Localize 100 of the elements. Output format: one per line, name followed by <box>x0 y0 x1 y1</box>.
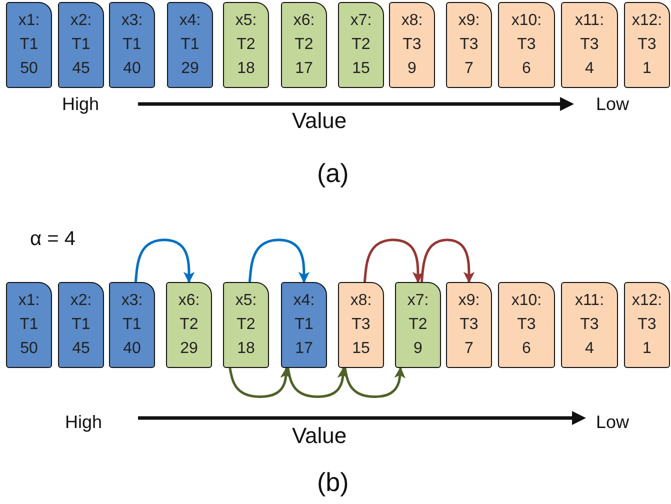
value-label: 1 <box>642 59 652 79</box>
arrow <box>420 238 475 284</box>
arrow <box>286 366 348 398</box>
scale-end-label: Low <box>596 412 630 433</box>
type-label: T1 <box>20 315 38 335</box>
item-box <box>338 2 384 88</box>
value-label: 45 <box>72 339 90 359</box>
item-box <box>6 282 52 368</box>
item-box <box>446 282 492 368</box>
item-label: x7: <box>350 11 372 31</box>
item-label: x6: <box>293 11 315 31</box>
item-box <box>561 2 618 88</box>
axis-label: Value <box>292 108 347 134</box>
scale-end-label: High <box>62 94 100 115</box>
value-label: 15 <box>352 339 370 359</box>
value-label: 9 <box>414 339 422 359</box>
value-label: 17 <box>295 339 313 359</box>
item-label: x11: <box>574 291 604 311</box>
parameter-label: α = 4 <box>30 228 76 251</box>
value-label: 45 <box>72 59 90 79</box>
type-label: T1 <box>72 315 90 335</box>
panel-label: (a) <box>317 158 349 189</box>
value-label: 6 <box>522 59 531 79</box>
type-label: T3 <box>638 35 656 55</box>
value-label: 29 <box>181 59 199 79</box>
type-label: T3 <box>580 35 599 55</box>
type-label: T2 <box>180 315 198 335</box>
item-box <box>281 2 327 88</box>
item-label: x3: <box>121 291 143 311</box>
item-box <box>446 2 492 88</box>
item-box <box>58 282 104 368</box>
type-label: T1 <box>122 315 142 335</box>
value-label: 15 <box>352 59 370 79</box>
item-box <box>167 2 213 88</box>
type-label: T3 <box>460 315 478 335</box>
item-box <box>109 2 155 88</box>
type-label: T2 <box>236 315 256 335</box>
item-box <box>624 2 670 88</box>
item-label: x4: <box>293 291 315 311</box>
type-label: T1 <box>20 35 38 55</box>
item-label: x9: <box>458 11 480 31</box>
type-label: T3 <box>460 35 478 55</box>
item-label: x5: <box>235 11 257 31</box>
item-label: x4: <box>179 11 201 31</box>
value-label: 50 <box>20 59 38 79</box>
item-box <box>498 2 555 88</box>
item-label: x3: <box>121 11 143 31</box>
value-label: 40 <box>123 59 141 79</box>
type-label: T3 <box>517 35 536 55</box>
scale-end-label: Low <box>596 94 630 115</box>
type-label: T2 <box>352 35 370 55</box>
type-label: T1 <box>294 315 314 335</box>
item-box <box>561 282 618 368</box>
scale-end-label: High <box>65 412 102 433</box>
item-box <box>389 2 435 88</box>
item-label: x9: <box>458 291 480 311</box>
item-box <box>498 282 555 368</box>
type-label: T3 <box>638 315 656 335</box>
value-label: 17 <box>295 59 313 79</box>
type-label: T3 <box>402 35 422 55</box>
value-label: 1 <box>642 339 652 359</box>
value-label: 7 <box>464 339 474 359</box>
item-label: x6: <box>178 291 200 311</box>
type-label: T3 <box>352 315 370 335</box>
type-label: T3 <box>580 315 599 335</box>
type-label: T1 <box>122 35 142 55</box>
arrow <box>248 238 310 284</box>
panel-label: (b) <box>317 467 349 498</box>
item-label: x1: <box>18 291 40 311</box>
item-label: x8: <box>401 11 423 31</box>
type-label: T1 <box>180 35 200 55</box>
value-label: 50 <box>20 339 38 359</box>
value-label: 18 <box>237 59 255 79</box>
value-label: 18 <box>237 339 255 359</box>
type-label: T2 <box>294 35 314 55</box>
item-box <box>624 282 670 368</box>
type-label: T3 <box>517 315 536 335</box>
item-box <box>6 2 52 88</box>
value-label: 4 <box>585 59 594 79</box>
type-label: T1 <box>72 35 90 55</box>
item-label: x8: <box>350 291 372 311</box>
axis-label: Value <box>292 423 347 449</box>
item-label: x7: <box>407 291 429 311</box>
item-label: x10: <box>511 291 542 311</box>
item-box <box>166 282 212 368</box>
item-box <box>338 282 384 368</box>
item-box <box>281 282 327 368</box>
item-box <box>58 2 104 88</box>
arrow <box>363 238 424 284</box>
value-label: 9 <box>408 59 416 79</box>
item-label: x5: <box>235 291 257 311</box>
item-box <box>395 282 441 368</box>
item-label: x10: <box>511 11 542 31</box>
item-box <box>109 282 155 368</box>
item-label: x11: <box>574 11 604 31</box>
value-label: 4 <box>585 339 594 359</box>
arrow <box>134 238 195 284</box>
value-label: 29 <box>180 339 198 359</box>
value-label: 7 <box>464 59 474 79</box>
item-label: x12: <box>632 11 662 31</box>
